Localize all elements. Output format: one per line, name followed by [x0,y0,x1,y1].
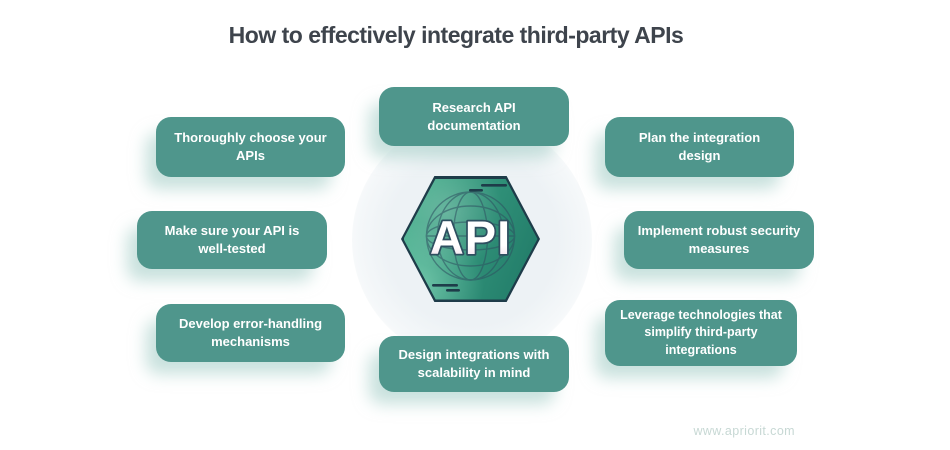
api-wordmark: API [430,211,511,264]
step-box-research-documentation: Research API documentation [379,87,569,146]
step-label: Thoroughly choose your APIs [174,130,327,163]
step-box-plan-design: Plan the integration design [605,117,794,177]
step-label: Implement robust security measures [637,223,801,256]
website-url: www.apriorit.com [693,424,795,438]
globe-icon [425,191,516,281]
step-box-error-handling: Develop error-handling mechanisms [156,304,345,362]
step-label: Leverage technologies that simplify thir… [620,308,782,357]
step-box-well-tested: Make sure your API is well-tested [137,211,327,269]
title-row: How to effectively integrate third-party… [0,22,950,49]
step-box-scalability: Design integrations with scalability in … [379,336,569,392]
step-label: Plan the integration design [638,130,761,163]
page-title: How to effectively integrate third-party… [228,22,684,48]
step-label: Make sure your API is well-tested [164,223,300,256]
hexagon-dash-marks [432,184,507,292]
step-label: Research API documentation [427,99,521,133]
globe-hexagon-icon: API [425,184,516,292]
step-label: Design integrations with scalability in … [398,347,550,380]
step-box-leverage-technologies: Leverage technologies that simplify thir… [605,300,797,366]
step-box-security-measures: Implement robust security measures [624,211,814,269]
api-hexagon: API [401,176,540,302]
step-box-choose-apis: Thoroughly choose your APIs [156,117,345,177]
step-label: Develop error-handling mechanisms [178,316,323,349]
